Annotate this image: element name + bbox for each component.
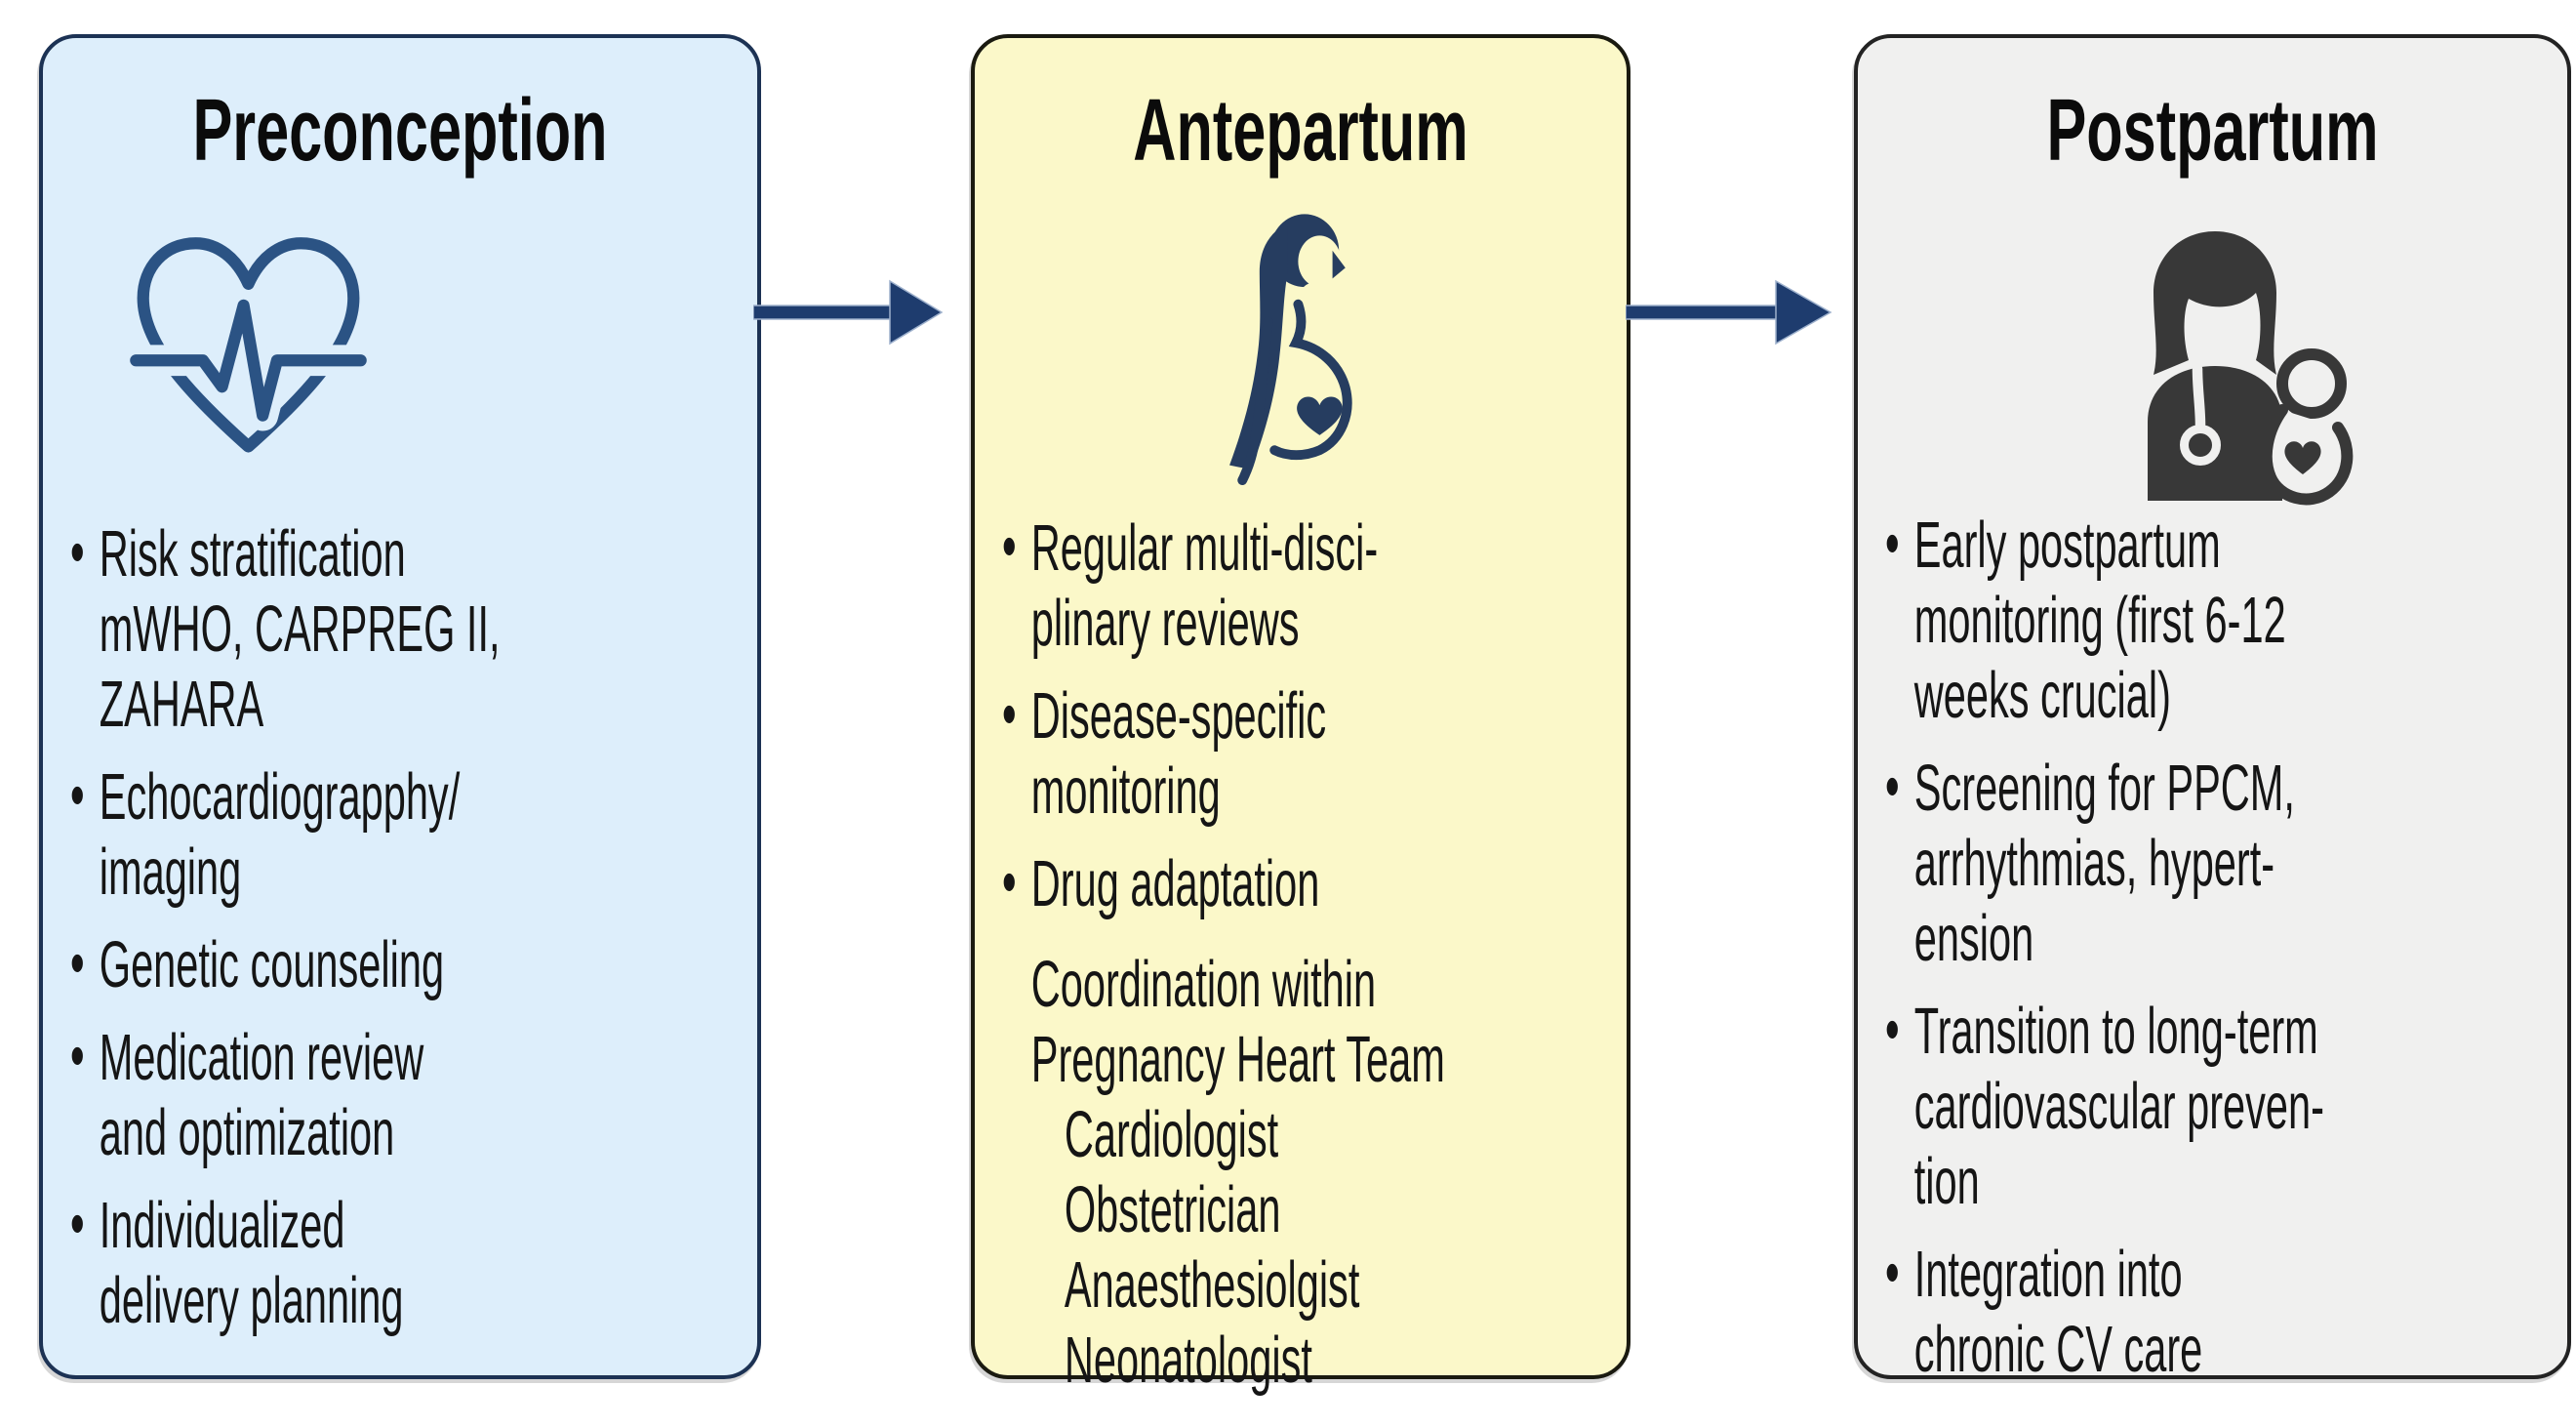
list-item: • Transition to long-term cardiovascular… (1885, 993, 2576, 1219)
preconception-panel: Preconception • Risk stratification mWHO… (39, 34, 761, 1379)
bullet-dot: • (70, 1019, 85, 1092)
arrow-right-icon (1626, 279, 1832, 346)
list-item: • Echocardiograpphy/ imaging (70, 758, 772, 910)
bullet-line: Transition to long-term (1913, 995, 2318, 1068)
bullet-dot: • (1885, 750, 1900, 823)
list-item: • Screening for PPCM, arrhythmias, hyper… (1885, 750, 2576, 976)
team-member: Obstetrician (1064, 1173, 1281, 1246)
list-item: • Integration into chronic CV care (1885, 1236, 2576, 1387)
list-item: • Genetic counseling (70, 926, 772, 1002)
heart-ecg-icon (129, 226, 368, 470)
bullet-line: Drug adaptation (1030, 847, 1320, 920)
bullet-dot: • (1002, 677, 1017, 751)
bullet-line: and optimization (99, 1096, 395, 1169)
doctor-baby-icon (2069, 220, 2361, 512)
bullet-dot: • (70, 515, 85, 589)
bullet-line: monitoring (1030, 754, 1221, 828)
bullet-line: plinary reviews (1030, 587, 1300, 660)
list-item: • Regular multi-disci- plinary reviews (1002, 510, 1704, 661)
note-line: Pregnancy Heart Team (1030, 1023, 1445, 1096)
list-item: • Medication review and optimization (70, 1019, 772, 1170)
bullet-line: cardiovascular preven- (1913, 1070, 2324, 1143)
bullet-line: tion (1913, 1145, 1980, 1218)
note-line: Coordination within (1030, 948, 1377, 1021)
bullet-line: Medication review (99, 1021, 424, 1094)
bullet-line: weeks crucial) (1913, 659, 2171, 732)
bullet-line: Regular multi-disci- (1030, 511, 1379, 585)
postpartum-list: • Early postpartum monitoring (first 6-1… (1885, 507, 2576, 1387)
bullet-line: imaging (99, 836, 242, 909)
bullet-line: Early postpartum (1913, 509, 2221, 582)
bullet-line: delivery planning (99, 1264, 404, 1337)
arrow-right-icon (753, 279, 944, 346)
coordination-note: Coordination within Pregnancy Heart Team (1002, 947, 1704, 1097)
bullet-line: Echocardiograpphy/ (99, 760, 461, 834)
list-item: • Individualized delivery planning (70, 1187, 772, 1338)
page-title-preconception: Preconception (192, 82, 608, 180)
list-item: • Early postpartum monitoring (first 6-1… (1885, 507, 2576, 733)
bullet-line: monitoring (first 6-12 (1913, 584, 2286, 657)
bullet-dot: • (1885, 993, 1900, 1066)
pregnant-woman-icon (1197, 210, 1412, 512)
bullet-line: Individualized (99, 1189, 345, 1262)
team-member: Neonatologist (1064, 1324, 1312, 1397)
bullet-dot: • (70, 758, 85, 832)
bullet-dot: • (1002, 845, 1017, 918)
bullet-line: ension (1913, 902, 2034, 975)
bullet-line: mWHO, CARPREG II, (99, 592, 501, 666)
team-member: Cardiologist (1064, 1098, 1279, 1171)
bullet-dot: • (70, 926, 85, 999)
list-item: • Risk stratification mWHO, CARPREG II, … (70, 515, 772, 742)
bullet-dot: • (70, 1187, 85, 1260)
page-title-antepartum: Antepartum (1133, 82, 1469, 180)
postpartum-panel: Postpartum • Early postpartum monitoring… (1854, 34, 2571, 1386)
antepartum-list: • Regular multi-disci- plinary reviews •… (1002, 510, 1704, 1398)
bullet-line: chronic CV care (1913, 1313, 2203, 1386)
bullet-line: Genetic counseling (99, 928, 445, 1001)
bullet-line: Risk stratification (99, 517, 406, 591)
bullet-line: Integration into (1913, 1238, 2183, 1311)
bullet-dot: • (1885, 507, 1900, 580)
page-title-postpartum: Postpartum (2046, 82, 2379, 180)
bullet-dot: • (1002, 510, 1017, 583)
bullet-line: arrhythmias, hypert- (1913, 827, 2275, 900)
antepartum-panel: Antepartum • Regular multi-disci- plinar… (971, 34, 1630, 1397)
bullet-line: ZAHARA (99, 668, 264, 741)
bullet-dot: • (1885, 1236, 1900, 1309)
heart-team-list: Cardiologist Obstetrician Anaesthesiolgi… (1002, 1097, 1704, 1398)
list-item: • Disease-specific monitoring (1002, 677, 1704, 829)
team-member: Anaesthesiolgist (1064, 1248, 1360, 1322)
preconception-list: • Risk stratification mWHO, CARPREG II, … (70, 515, 772, 1338)
list-item: • Drug adaptation (1002, 845, 1704, 921)
bullet-line: Disease-specific (1030, 679, 1327, 753)
bullet-line: Screening for PPCM, (1913, 752, 2295, 825)
